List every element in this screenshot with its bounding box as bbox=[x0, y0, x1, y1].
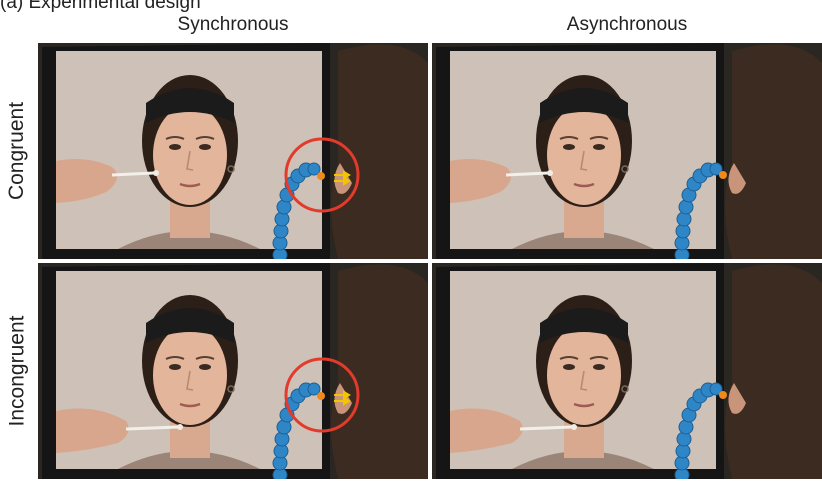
participant-head bbox=[725, 44, 822, 259]
photo-scene bbox=[432, 43, 822, 259]
row-title-congruent: Congruent bbox=[0, 43, 34, 259]
photo-congruent-synchronous bbox=[38, 43, 428, 259]
photo-scene bbox=[38, 263, 428, 479]
row-title-incongruent: Incongruent bbox=[0, 263, 34, 479]
probe-tip bbox=[317, 172, 325, 180]
brush-stick bbox=[520, 427, 572, 429]
photo-incongruent-asynchronous bbox=[432, 263, 822, 479]
probe-tip bbox=[719, 391, 727, 399]
participant-head bbox=[725, 264, 822, 479]
participant-head bbox=[331, 264, 428, 479]
probe-tip bbox=[317, 392, 325, 400]
brush-stick bbox=[506, 173, 548, 175]
row-title-congruent-text: Congruent bbox=[5, 102, 29, 200]
row-title-incongruent-text: Incongruent bbox=[5, 316, 29, 427]
probe-tip bbox=[719, 171, 727, 179]
photo-congruent-asynchronous bbox=[432, 43, 822, 259]
brush-stick bbox=[112, 173, 154, 175]
column-title-synchronous: Synchronous bbox=[38, 14, 428, 36]
photo-scene bbox=[432, 263, 822, 479]
participant-head bbox=[331, 44, 428, 259]
panel-label: (a) Experimental design bbox=[0, 0, 201, 14]
brush-stick bbox=[126, 427, 178, 429]
photo-scene bbox=[38, 43, 428, 259]
column-title-asynchronous: Asynchronous bbox=[432, 14, 822, 36]
photo-incongruent-synchronous bbox=[38, 263, 428, 479]
